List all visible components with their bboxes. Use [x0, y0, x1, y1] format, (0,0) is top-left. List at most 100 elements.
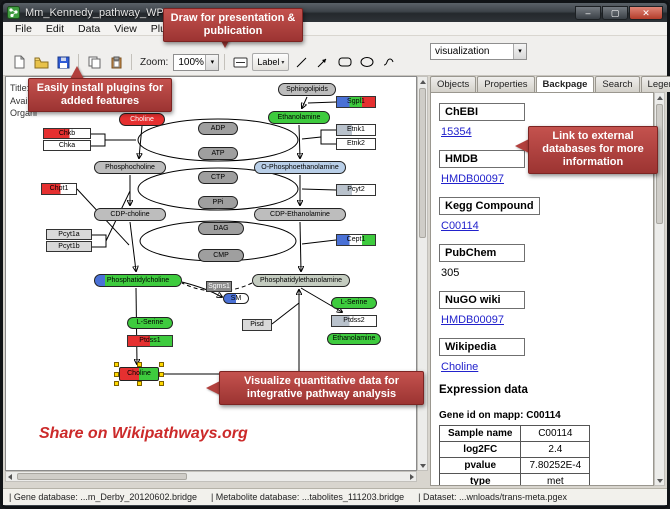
- visualization-dropdown-icon[interactable]: ▾: [513, 44, 526, 59]
- pathway-node-ptdss2[interactable]: Ptdss2: [331, 315, 377, 327]
- selection-handle[interactable]: [114, 372, 119, 377]
- callout-tail: [70, 66, 84, 79]
- pathway-node-adp[interactable]: ADP: [198, 122, 238, 135]
- menu-file[interactable]: File: [15, 22, 32, 35]
- save-button[interactable]: [53, 53, 73, 72]
- pathway-node-sgpl1[interactable]: Sgpl1: [336, 96, 376, 108]
- pathway-node-pcyt1b[interactable]: Pcyt1b: [46, 241, 92, 252]
- pathway-node-ctp[interactable]: CTP: [198, 171, 238, 184]
- open-file-button[interactable]: [31, 53, 51, 72]
- arrow-tool-button[interactable]: [313, 53, 333, 72]
- pathway-node-phosphatidylcholine[interactable]: Phosphatidylcholine: [94, 274, 182, 287]
- pathway-node-cdp-choline[interactable]: CDP-choline: [94, 208, 166, 221]
- brace-tool-button[interactable]: [379, 53, 399, 72]
- new-file-button[interactable]: [9, 53, 29, 72]
- tab-backpage[interactable]: Backpage: [535, 76, 595, 92]
- pathway-node-etnk2[interactable]: Etnk2: [336, 138, 376, 150]
- tab-search[interactable]: Search: [595, 76, 640, 92]
- pathway-node-pisd[interactable]: Pisd: [242, 319, 272, 331]
- pathway-node-ptdss1[interactable]: Ptdss1: [127, 335, 173, 347]
- pathway-node-sgms1[interactable]: Sgms1: [206, 281, 232, 292]
- visualization-combo[interactable]: visualization ▾: [430, 43, 527, 60]
- paste-button[interactable]: [106, 53, 126, 72]
- pathway-node-l-serine-left[interactable]: L-Serine: [127, 317, 173, 329]
- selection-handle[interactable]: [159, 381, 164, 386]
- selection-handle[interactable]: [159, 362, 164, 367]
- line-tool-icon: [296, 57, 307, 67]
- selection-handle[interactable]: [114, 381, 119, 386]
- zoom-combo[interactable]: 100% ▾: [173, 53, 220, 71]
- horizontal-scroll-thumb[interactable]: [17, 473, 187, 480]
- table-row: type met: [438, 473, 591, 485]
- nugo-link[interactable]: HMDB00097: [441, 314, 504, 326]
- pathway-node-cdp-ethanolamine[interactable]: CDP-Ethanolamine: [254, 208, 346, 221]
- table-cell: Sample name: [438, 425, 522, 442]
- rect-tool-button[interactable]: [335, 53, 355, 72]
- menu-edit[interactable]: Edit: [45, 22, 65, 35]
- selection-handle[interactable]: [114, 362, 119, 367]
- chebi-section-header: ChEBI: [439, 103, 525, 121]
- pathway-node-dag[interactable]: DAG: [198, 222, 244, 235]
- tab-objects[interactable]: Objects: [430, 76, 477, 92]
- pathway-node-chpt1[interactable]: Chpt1: [41, 183, 77, 195]
- pathway-node-phosphocholine[interactable]: Phosphocholine: [94, 161, 166, 174]
- callout-visualize-data: Visualize quantitative data for integrat…: [219, 371, 424, 406]
- expression-data-table: Sample name C00114 log2FC 2.4 pvalue 7.8…: [438, 425, 591, 485]
- pathway-node-cept1[interactable]: Cept1: [336, 234, 376, 246]
- canvas-vertical-scrollbar[interactable]: [417, 76, 428, 471]
- selection-handle[interactable]: [137, 381, 142, 386]
- pathway-node-o-phosphoethanolamine[interactable]: O-Phosphoethanolamine: [254, 161, 346, 174]
- maximize-button[interactable]: ▢: [602, 5, 628, 20]
- tab-properties[interactable]: Properties: [477, 76, 535, 92]
- canvas-horizontal-scrollbar[interactable]: [5, 471, 417, 482]
- copy-button[interactable]: [84, 53, 104, 72]
- hmdb-section-header: HMDB: [439, 150, 525, 168]
- table-cell: type: [438, 473, 522, 485]
- minimize-button[interactable]: –: [575, 5, 601, 20]
- vertical-scroll-thumb[interactable]: [419, 88, 426, 238]
- zoom-dropdown-icon[interactable]: ▾: [205, 54, 219, 70]
- pathway-canvas[interactable]: Title: Availa Organi: [5, 76, 417, 471]
- pathway-node-ethanolamine[interactable]: Ethanolamine: [268, 111, 330, 124]
- ellipse-tool-button[interactable]: [357, 53, 377, 72]
- pathway-node-ethanolamine-2[interactable]: Ethanolamine: [327, 333, 381, 345]
- pathway-node-l-serine-right[interactable]: L-Serine: [331, 297, 377, 309]
- client-area: Title: Availa Organi: [3, 76, 670, 488]
- pathway-node-etnk1[interactable]: Etnk1: [336, 124, 376, 136]
- selection-handle[interactable]: [137, 362, 142, 367]
- menu-view[interactable]: View: [114, 22, 137, 35]
- pathway-node-pcyt1a[interactable]: Pcyt1a: [46, 229, 92, 240]
- hmdb-link[interactable]: HMDB00097: [441, 173, 504, 185]
- pathway-node-atp[interactable]: ATP: [198, 147, 238, 160]
- pathway-node-chkb[interactable]: Chkb: [43, 128, 91, 139]
- label-tool-button[interactable]: Label ▾: [252, 53, 290, 71]
- save-disk-icon: [57, 56, 69, 68]
- pathway-node-phosphatidylethanolamine[interactable]: Phosphatidylethanolamine: [252, 274, 350, 287]
- organism-label: Organi: [10, 108, 38, 118]
- pathway-node-pcyt2[interactable]: Pcyt2: [336, 184, 376, 196]
- chebi-link[interactable]: 15354: [441, 126, 472, 138]
- datanode-tool-button[interactable]: [230, 53, 250, 72]
- menu-bar: File Edit Data View Plugins Help: [3, 22, 667, 36]
- pathway-node-choline-selected[interactable]: Choline: [114, 362, 164, 386]
- menu-data[interactable]: Data: [78, 22, 101, 35]
- pathway-node-sm[interactable]: SM: [223, 293, 249, 304]
- pathway-node-choline[interactable]: Choline: [119, 113, 165, 126]
- wikipedia-link[interactable]: Choline: [441, 361, 479, 373]
- nugo-section-header: NuGO wiki: [439, 291, 525, 309]
- close-button[interactable]: ✕: [629, 5, 663, 20]
- pathway-node-chka[interactable]: Chka: [43, 140, 91, 151]
- tool-bar: Zoom: 100% ▾ Label ▾: [3, 36, 667, 76]
- table-cell: met: [520, 473, 591, 485]
- pathway-node-cmp[interactable]: CMP: [198, 249, 244, 262]
- selection-handle[interactable]: [159, 372, 164, 377]
- wikipedia-section-header: Wikipedia: [439, 338, 525, 356]
- table-cell: 2.4: [520, 441, 591, 458]
- copy-icon: [88, 56, 100, 68]
- line-tool-button[interactable]: [291, 53, 311, 72]
- callout-external-databases: Link to external databases for more info…: [528, 126, 658, 174]
- pathway-node-ppi[interactable]: PPi: [198, 196, 238, 209]
- tab-legend[interactable]: Legend: [640, 76, 670, 92]
- kegg-link[interactable]: C00114: [441, 220, 479, 232]
- pathway-node-sphingolipids[interactable]: Sphingolipids: [278, 83, 336, 96]
